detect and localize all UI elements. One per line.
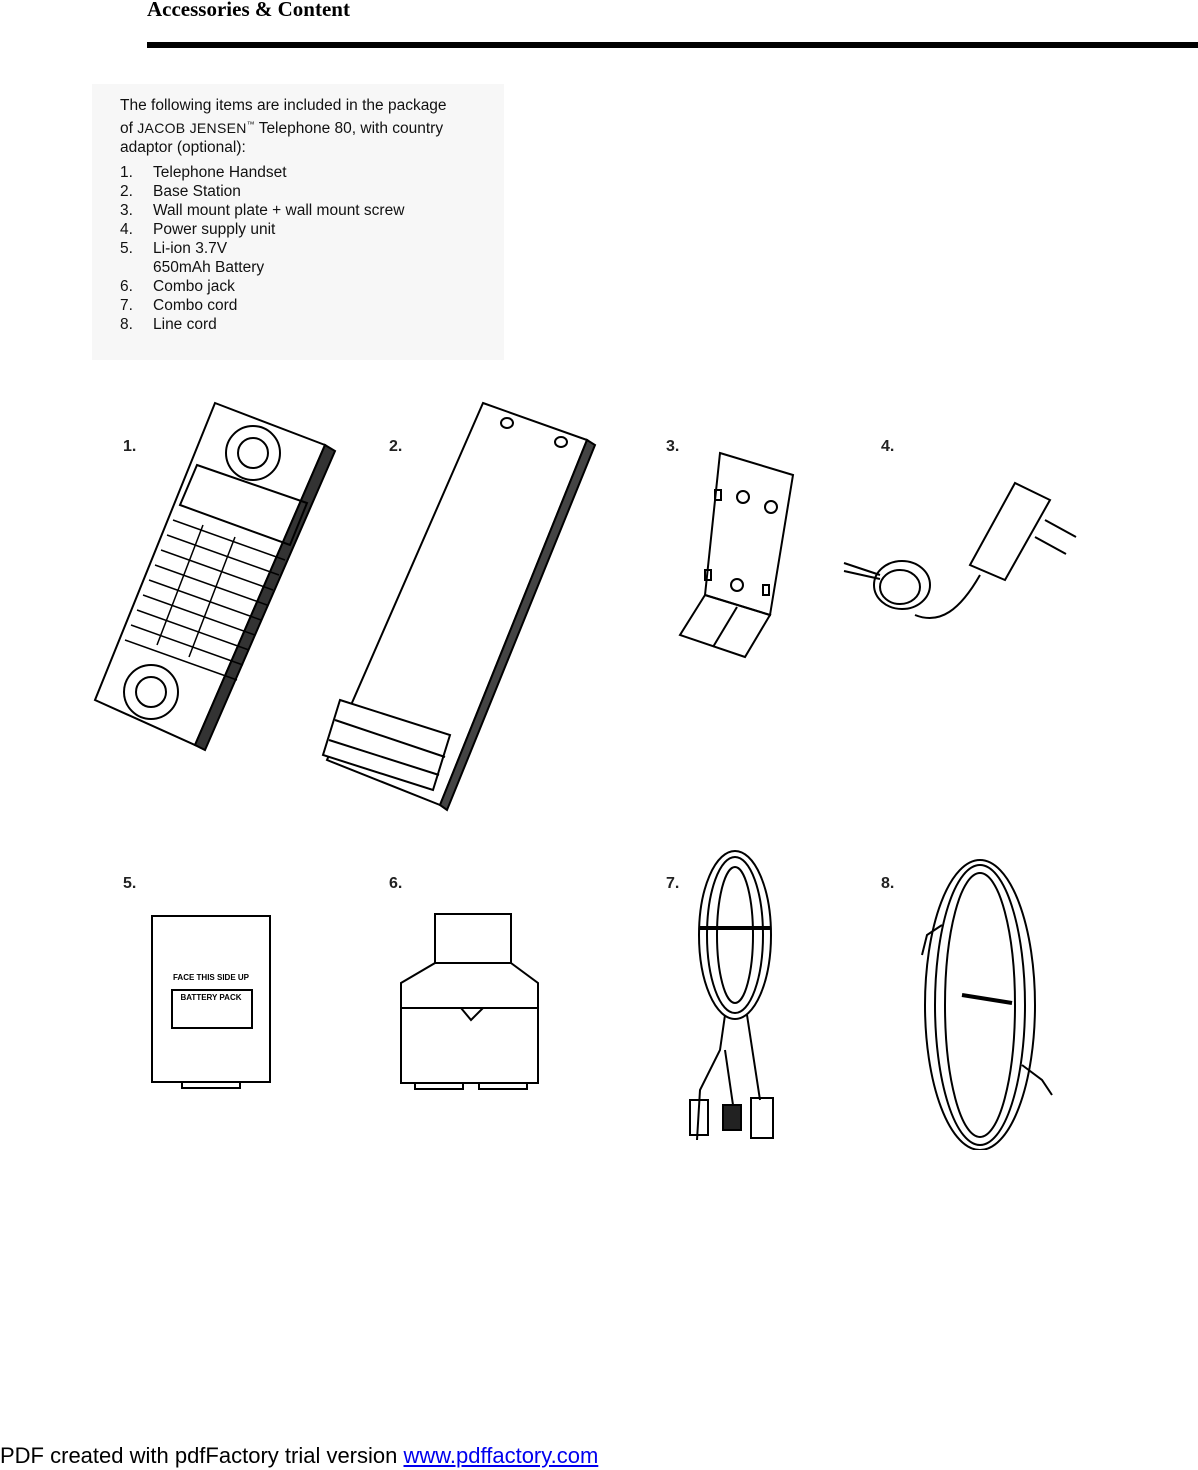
list-item-number: 3. — [120, 202, 133, 219]
intro-line1: The following items are included in the … — [120, 97, 447, 114]
figure-number-6: 6. — [389, 875, 403, 892]
contents-box — [92, 84, 504, 360]
list-item: 7. Combo cord — [120, 296, 404, 315]
footer-text: PDF created with pdfFactory trial versio… — [0, 1443, 404, 1468]
battery-label-line2: BATTERY PACK — [180, 993, 241, 1002]
list-item-number: 5. — [120, 240, 133, 257]
list-item: 4. Power supply unit — [120, 220, 404, 239]
battery-illustration: FACE THIS SIDE UP BATTERY PACK — [151, 915, 271, 1089]
telephone-handset-illustration — [93, 401, 337, 752]
list-item: 3. Wall mount plate + wall mount screw — [120, 201, 404, 220]
list-item-number: 6. — [120, 278, 133, 295]
figure-number-7: 7. — [666, 875, 680, 892]
power-supply-illustration — [843, 481, 1077, 620]
figure-number-5: 5. — [123, 875, 137, 892]
page-title: Accessories & Content — [147, 0, 350, 21]
combo-jack-illustration — [400, 913, 539, 1090]
list-item: 5. Li-ion 3.7V 650mAh Battery — [120, 239, 404, 277]
list-item: 1. Telephone Handset — [120, 163, 404, 182]
battery-label-line1: FACE THIS SIDE UP — [173, 973, 250, 982]
figure-number-2: 2. — [389, 438, 403, 455]
header-rule — [147, 42, 1198, 48]
list-item-number: 7. — [120, 297, 133, 314]
base-station-illustration — [321, 401, 597, 812]
list-item: 6. Combo jack — [120, 277, 404, 296]
list-item-label: Base Station — [153, 183, 241, 200]
intro-line2-pre: of — [120, 120, 133, 138]
list-item-number: 8. — [120, 316, 133, 333]
list-item-continuation: 650mAh Battery — [153, 259, 265, 276]
list-item-label: Line cord — [153, 316, 217, 333]
line-cord-illustration — [921, 859, 1053, 1150]
combo-cord-illustration — [689, 850, 774, 1141]
list-item-number: 2. — [120, 183, 133, 200]
figure-number-1: 1. — [123, 438, 137, 455]
pdffactory-link[interactable]: www.pdffactory.com — [403, 1443, 599, 1468]
list-item: 2. Base Station — [120, 182, 404, 201]
intro-text: The following items are included in the … — [120, 96, 510, 157]
list-item-label: Power supply unit — [153, 221, 276, 238]
list-item-label: Li-ion 3.7V — [153, 240, 228, 257]
brand-name: JACOB JENSEN — [137, 120, 247, 137]
contents-list: 1. Telephone Handset 2. Base Station 3. Wal… — [120, 163, 404, 334]
list-item-label: Combo cord — [153, 297, 238, 314]
list-item: 8. Line cord — [120, 315, 404, 334]
figure-number-8: 8. — [881, 875, 895, 892]
list-item-label: Combo jack — [153, 278, 235, 295]
intro-line2-post: Telephone 80, with country — [258, 120, 444, 138]
intro-line3: adaptor (optional): — [120, 139, 246, 157]
list-item-label: Telephone Handset — [153, 164, 287, 181]
wall-mount-plate-illustration — [678, 451, 795, 659]
list-item-number: 1. — [120, 164, 133, 181]
figure-number-3: 3. — [666, 438, 680, 455]
figure-number-4: 4. — [881, 438, 895, 455]
list-item-number: 4. — [120, 221, 133, 238]
trademark: ™ — [246, 120, 255, 129]
pdf-footer: PDF created with pdfFactory trial versio… — [0, 1443, 598, 1469]
list-item-label: Wall mount plate + wall mount screw — [153, 202, 405, 219]
